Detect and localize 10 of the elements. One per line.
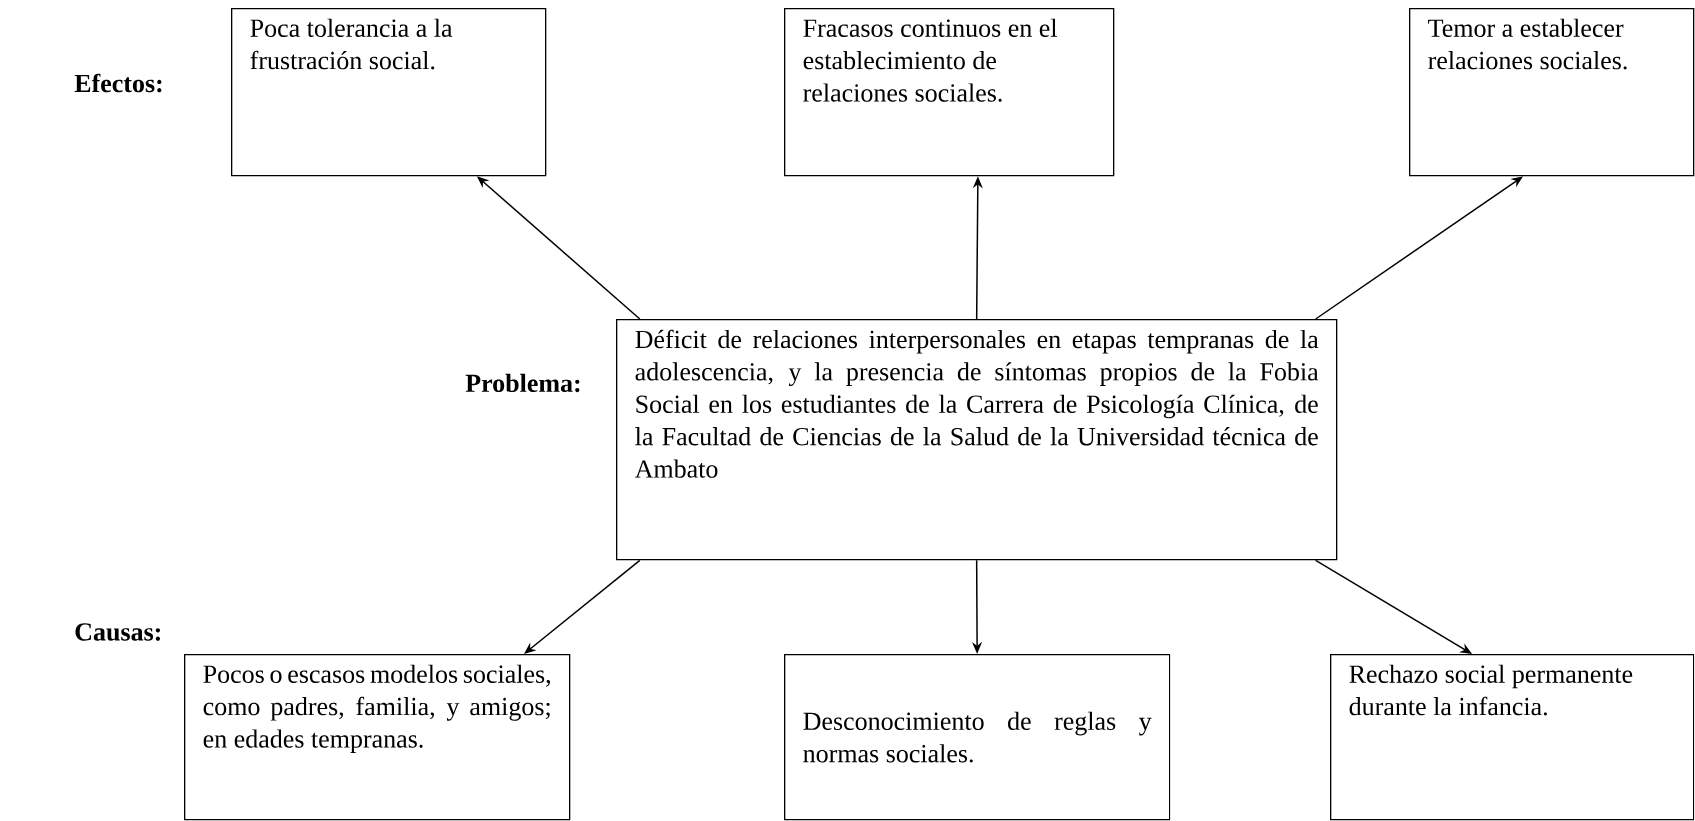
section-label: Problema: [465,373,580,393]
text-box: Temor a establecer relaciones sociales. [1409,8,1695,177]
section-label: Efectos: [74,73,162,93]
text-box: Rechazo social permanente durante la infancia. [1330,654,1695,821]
text-box: Déficit de relaciones interpersonales en etapas tempranas de la adolescencia, y la presencia de síntomas propios de la Fobia Social en los estudiantes de la Carrera de Psicología Clínica, de la Facultad de Ciencias de la Salud de la Universidad técnica de Ambato [616,319,1338,561]
text-box: Poca tolerancia a la frustración social. [231,8,547,177]
text-box: Fracasos continuos en el establecimiento de relaciones sociales. [784,8,1115,177]
text-box: Pocos o escasos modelos sociales, como padres, familia, y amigos; en edades tempranas. [184,654,571,821]
text-box: Desconocimiento de reglas y normas sociales. [784,654,1171,821]
section-label: Causas: [75,623,160,641]
